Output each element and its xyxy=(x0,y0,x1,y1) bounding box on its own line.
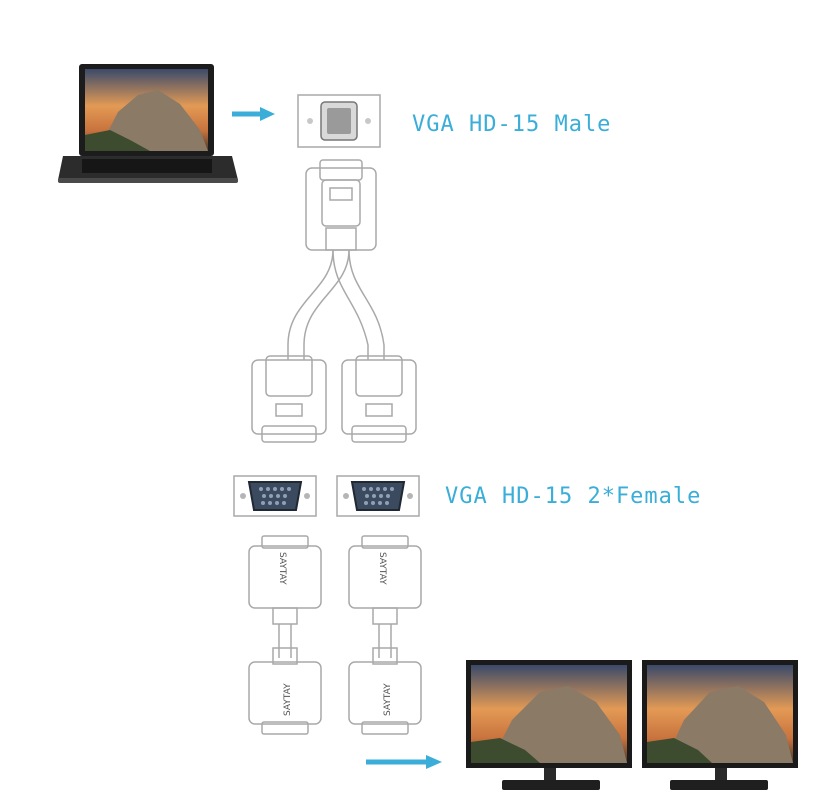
laptop-icon xyxy=(58,64,238,183)
vga-cable-right-drawing xyxy=(348,535,422,735)
svg-text:SAYTAY: SAYTAY xyxy=(277,552,287,585)
svg-text:SAYTAY: SAYTAY xyxy=(283,683,293,716)
vga-male-connector xyxy=(297,94,381,148)
brand-logo: SAYTAY SAYTAY SAYTAY SAYTAY xyxy=(277,552,393,716)
vga-female-label: VGA HD-15 2*Female xyxy=(445,484,702,509)
svg-text:SAYTAY: SAYTAY xyxy=(383,683,393,716)
vga-cable-left-drawing xyxy=(248,535,322,735)
vga-female-connector-1 xyxy=(233,475,317,517)
splitter-cable-drawing xyxy=(251,159,417,443)
monitor-icon xyxy=(466,660,632,790)
output-arrow-icon xyxy=(366,755,442,769)
vga-male-label: VGA HD-15 Male xyxy=(412,112,612,137)
svg-text:SAYTAY: SAYTAY xyxy=(377,552,387,585)
input-arrow-icon xyxy=(232,107,275,121)
monitor-icon xyxy=(642,660,798,790)
vga-female-connector-2 xyxy=(336,475,420,517)
